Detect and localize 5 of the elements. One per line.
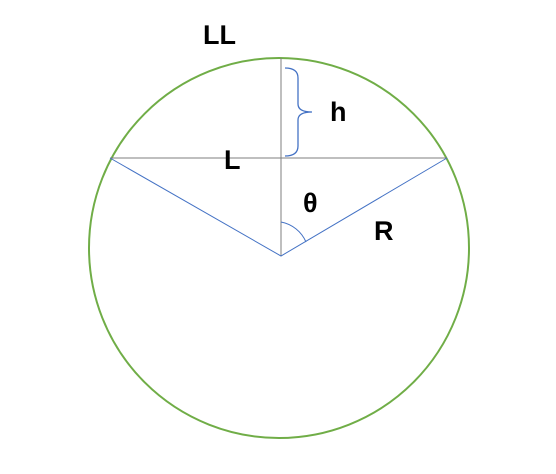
variable-label: h <box>330 97 346 127</box>
variable-label: LL <box>203 20 236 50</box>
variable-label: R <box>374 216 394 246</box>
variable-label: L <box>224 145 240 175</box>
variable-label: θ <box>303 188 318 218</box>
